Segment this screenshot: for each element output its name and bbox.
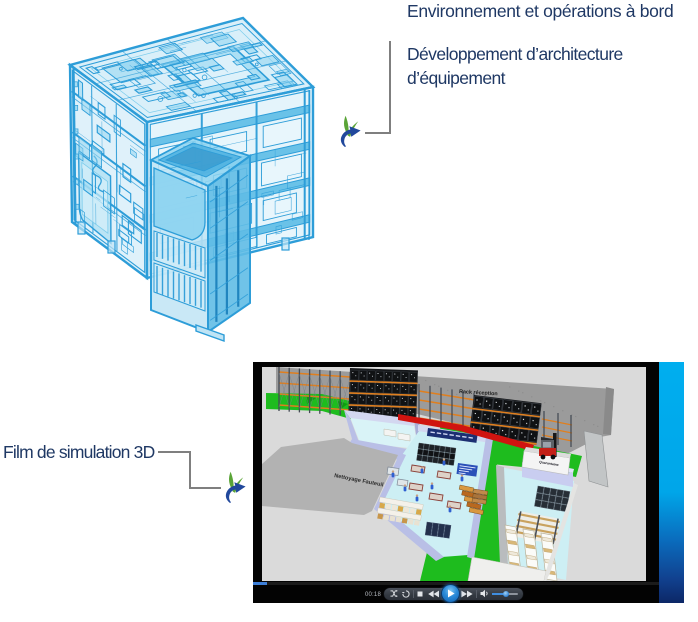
volume-slider[interactable] [489, 588, 521, 600]
elapsed-time: 00:18 [364, 592, 381, 598]
volume-thumb[interactable] [503, 590, 509, 597]
stop-button[interactable] [417, 588, 423, 600]
seek-bar-progress [253, 582, 267, 585]
player-controls: 00:18 [253, 585, 659, 603]
heading-equipment-line1: Développement d’architecture [407, 44, 623, 64]
scene-label-quarantaine: Quarantaine [539, 460, 559, 467]
shuffle-button[interactable] [390, 588, 398, 600]
scene-label-rack-reception: Rack réception [459, 389, 498, 397]
accent-gradient-strip [659, 362, 684, 603]
seek-bar[interactable] [253, 582, 659, 585]
rewind-button[interactable] [428, 588, 440, 600]
label-film-simulation: Film de simulation 3D [3, 442, 155, 462]
heading-environment: Environnement et opérations à bord [407, 1, 674, 21]
heading-equipment: Développement d’architecture d’équipemen… [407, 42, 623, 90]
callout-line-vertical-bottom [189, 451, 191, 489]
mute-button[interactable] [480, 588, 489, 600]
callout-line-horizontal-right [191, 487, 221, 489]
play-button[interactable] [442, 585, 459, 602]
cad-machine-figure [67, 16, 316, 342]
fast-forward-button[interactable] [461, 588, 473, 600]
callout-line-horizontal-left [158, 451, 191, 453]
brand-logo-top [340, 115, 361, 147]
heading-equipment-line2: d’équipement [407, 68, 505, 88]
callout-line-vertical-top [389, 41, 391, 134]
callout-line-horizontal-top [365, 132, 391, 134]
control-bar [384, 585, 523, 602]
repeat-button[interactable] [402, 588, 410, 600]
brand-logo-bottom [225, 471, 246, 503]
